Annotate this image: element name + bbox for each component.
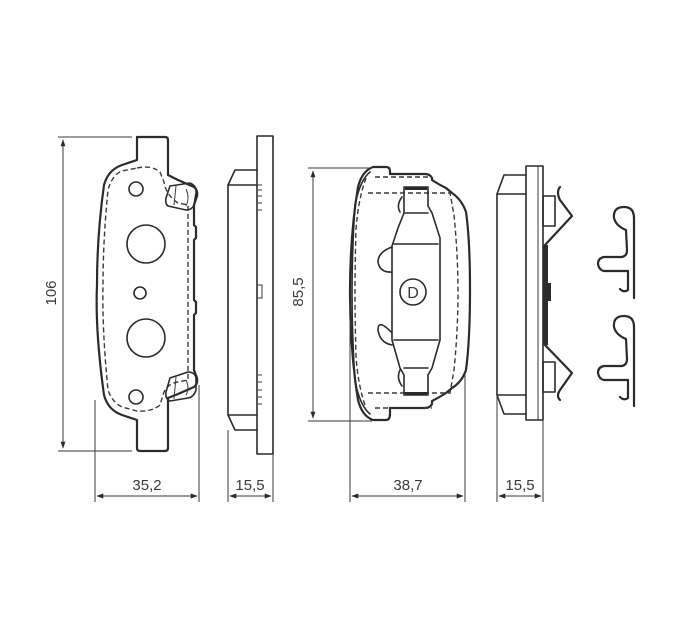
spring-clip-bottom-icon	[596, 314, 636, 408]
small-hole-bottom-icon	[128, 389, 144, 405]
wear-indicator-marking: D	[407, 285, 419, 302]
dimension-38-7-label: 38,7	[393, 477, 422, 494]
pad-1-front-view: 106 35,2	[43, 135, 200, 502]
dimension-35-2-label: 35,2	[132, 477, 161, 494]
pad-1-side-view: 15,5	[227, 135, 274, 502]
spare-clips-view	[596, 205, 636, 408]
large-hole-top-icon	[126, 224, 166, 264]
dimension-15-5-right-label: 15,5	[505, 477, 534, 494]
dimension-15-5-left-label: 15,5	[235, 477, 264, 494]
dimension-85-5-label: 85,5	[290, 277, 307, 306]
pad-2-side-view: 15,5	[496, 165, 574, 502]
large-hole-bottom-icon	[126, 318, 166, 358]
wear-indicator-icon	[399, 278, 427, 306]
spring-clip-top-icon	[596, 205, 636, 300]
center-hole-icon	[133, 286, 147, 300]
dimension-106-label: 106	[43, 280, 60, 305]
small-hole-top-icon	[128, 181, 144, 197]
pad-2-front-view: D 85,5 38,7	[290, 165, 472, 502]
